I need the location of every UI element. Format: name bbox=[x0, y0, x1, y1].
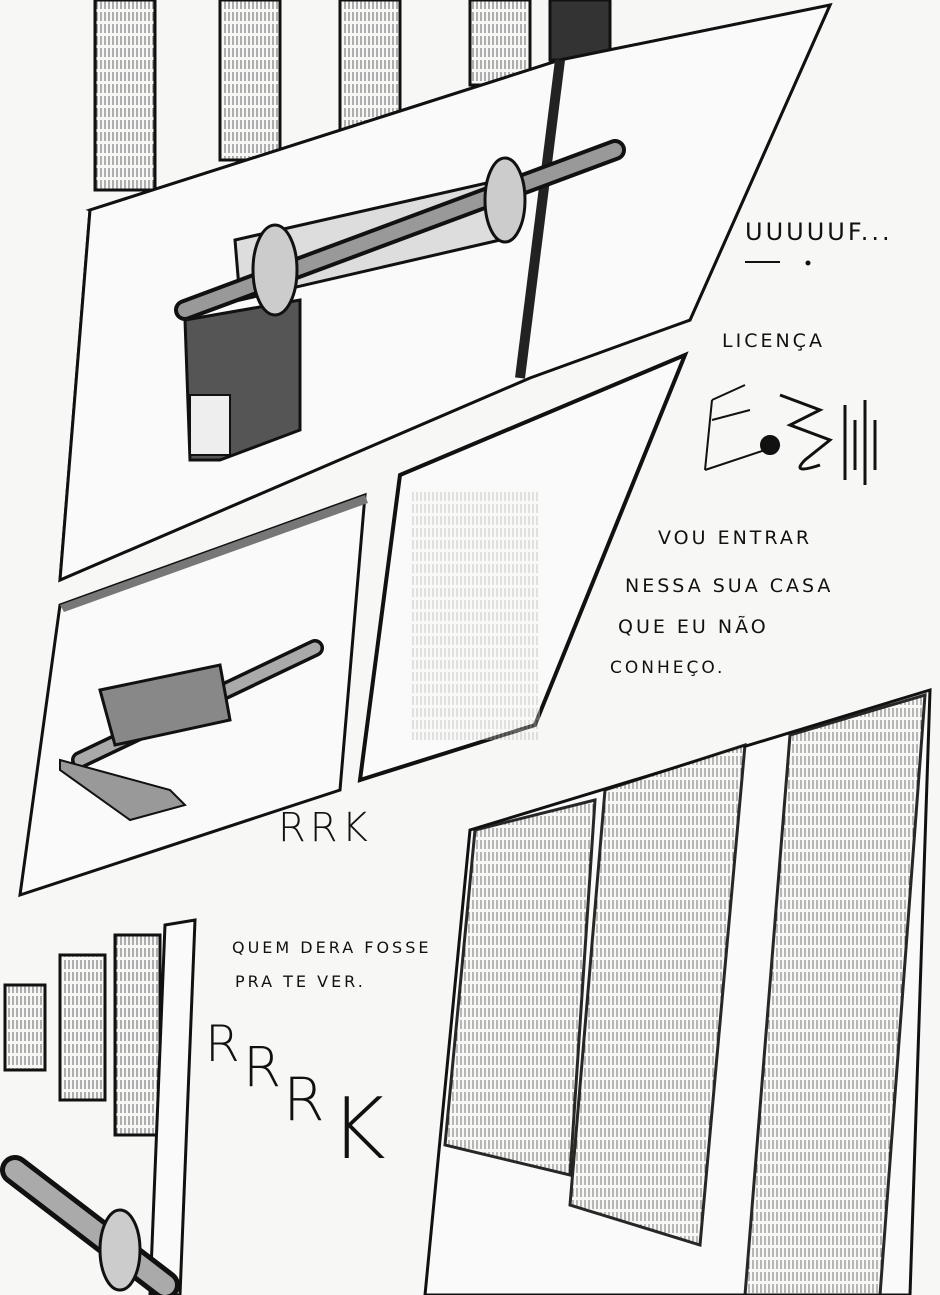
sfx-rrrk-letter: K bbox=[330, 1080, 386, 1179]
sfx-rrrk-letter: R bbox=[283, 1065, 325, 1135]
caption-line: VOU ENTRAR bbox=[658, 527, 813, 549]
caption-line: CONHEÇO. bbox=[610, 658, 726, 678]
panel-door-bolt bbox=[58, 0, 833, 583]
caption-line: QUEM DERA FOSSE bbox=[232, 938, 432, 957]
sfx-rrrk-letter: R bbox=[205, 1015, 240, 1073]
panel-bolt-closeup bbox=[18, 492, 368, 898]
caption-line: QUE EU NÃO bbox=[618, 616, 769, 638]
plant-doodle bbox=[704, 384, 877, 485]
caption-licenca: LICENÇA bbox=[722, 330, 825, 352]
panel-door-bottom-right bbox=[423, 687, 932, 1295]
caption-line: NESSA SUA CASA bbox=[625, 575, 834, 597]
panel-door-bottom-left bbox=[0, 918, 197, 1295]
caption-uuuuf: UUUUUF... bbox=[745, 218, 893, 246]
sfx-rrrk-letter: R bbox=[243, 1035, 282, 1099]
door-blank-hatching bbox=[410, 490, 540, 740]
caption-line: PRA TE VER. bbox=[235, 972, 366, 991]
sfx-rrk: RRK bbox=[278, 805, 372, 851]
